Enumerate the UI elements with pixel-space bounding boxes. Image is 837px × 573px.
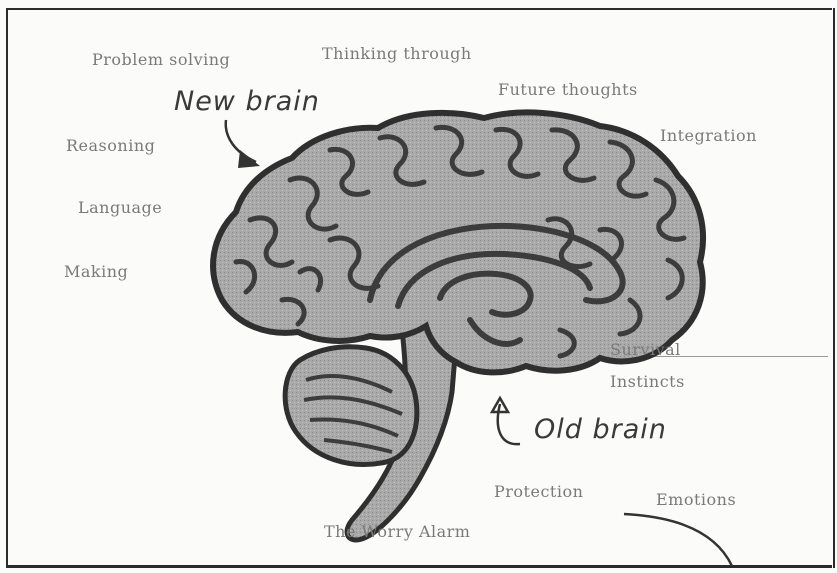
label-emotions: Emotions xyxy=(656,490,736,509)
label-language: Language xyxy=(78,198,162,217)
label-instincts: Instincts xyxy=(610,372,685,391)
label-protection: Protection xyxy=(494,482,583,501)
label-the-worry: The Worry Alarm xyxy=(324,522,470,541)
annotation-new-brain: New brain xyxy=(174,86,320,117)
annotation-old-brain: Old brain xyxy=(534,414,667,445)
label-problem-solving: Problem solving xyxy=(92,50,230,69)
new-brain-arrowhead xyxy=(238,150,260,168)
label-making: Making xyxy=(64,262,128,281)
label-reasoning: Reasoning xyxy=(66,136,155,155)
emotions-curve xyxy=(624,514,732,566)
label-thinking-through: Thinking through xyxy=(322,44,472,63)
cerebellum xyxy=(285,347,417,465)
label-integration: Integration xyxy=(660,126,757,145)
label-future-thoughts: Future thoughts xyxy=(498,80,638,99)
label-survival: Survival xyxy=(610,340,681,359)
old-brain-arrow xyxy=(498,404,520,444)
